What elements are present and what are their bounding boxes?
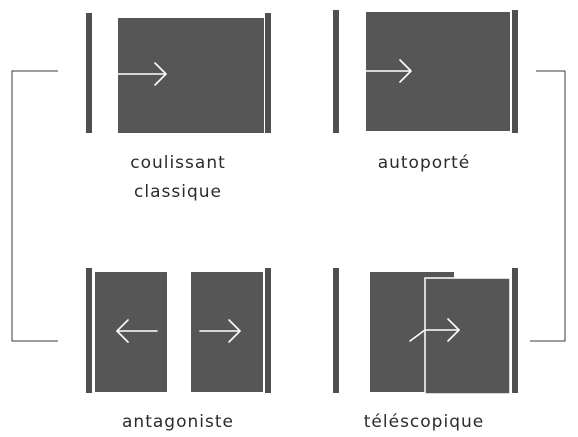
- door-panel-left: [95, 272, 167, 392]
- wall-rail-right: [265, 268, 271, 393]
- door-coulissant-classique: [86, 13, 271, 133]
- label-coulissant-classique: coulissant classique: [98, 149, 258, 207]
- wall-rail-left: [86, 268, 92, 393]
- wall-rail-left: [333, 268, 339, 393]
- label-line: autoporté: [377, 153, 471, 173]
- wall-rail-right: [512, 268, 518, 393]
- left-connector-line: [11, 70, 58, 342]
- arrow-left-icon: [116, 319, 158, 343]
- label-telescopique: téléscopique: [344, 408, 504, 437]
- door-autoporte: [333, 10, 518, 133]
- label-line: téléscopique: [363, 412, 485, 432]
- wall-rail-right: [512, 10, 518, 133]
- door-panel-front: [424, 277, 511, 395]
- door-panel-right: [191, 272, 263, 392]
- wall-rail-left: [333, 10, 339, 133]
- wall-rail-left: [86, 13, 92, 133]
- wall-rail-right: [265, 13, 271, 133]
- door-antagoniste: [86, 268, 271, 393]
- arrow-right-icon: [117, 62, 167, 86]
- label-line: antagoniste: [122, 412, 234, 432]
- arrow-right-icon: [199, 319, 241, 343]
- arrow-right-icon: [365, 59, 412, 83]
- label-antagoniste: antagoniste: [98, 408, 258, 437]
- right-connector-line: [530, 70, 566, 342]
- label-line: classique: [134, 182, 222, 202]
- label-autoporte: autoporté: [344, 149, 504, 178]
- door-telescopique: [333, 268, 518, 395]
- label-line: coulissant: [130, 153, 226, 173]
- door-panel: [118, 18, 264, 133]
- arrow-right-icon: [409, 318, 460, 342]
